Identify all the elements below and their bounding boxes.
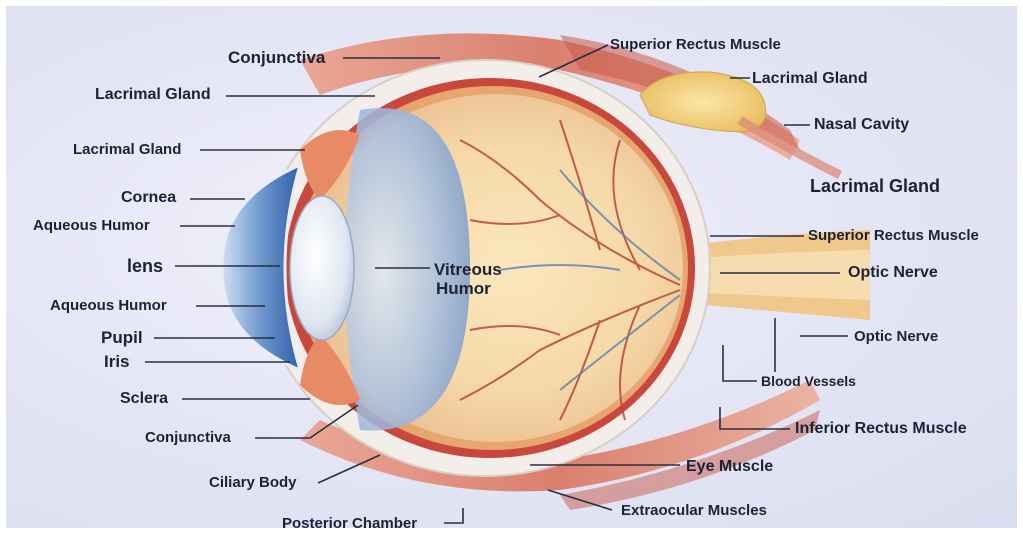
label-conjunctiva-bottom: Conjunctiva	[145, 430, 231, 445]
label-optic-nerve-2: Optic Nerve	[854, 329, 938, 344]
label-nasal-cavity: Nasal Cavity	[814, 117, 909, 133]
label-lacrimal-gland-left-2: Lacrimal Gland	[73, 142, 181, 157]
label-superior-rectus-right: Superior Rectus Muscle	[808, 228, 979, 243]
label-aqueous-humor-bottom: Aqueous Humor	[50, 298, 167, 313]
label-aqueous-humor-top: Aqueous Humor	[33, 218, 150, 233]
label-eye-muscle: Eye Muscle	[686, 459, 773, 475]
label-cornea: Cornea	[121, 190, 176, 206]
label-lacrimal-gland-right-top: Lacrimal Gland	[752, 71, 868, 87]
label-ciliary-body: Ciliary Body	[209, 475, 297, 490]
label-optic-nerve-1: Optic Nerve	[848, 265, 938, 281]
label-vitreous: Vitreous	[434, 261, 502, 278]
label-lacrimal-gland-right-big: Lacrimal Gland	[810, 177, 940, 195]
label-conjunctiva-top: Conjunctiva	[228, 49, 325, 66]
label-posterior-chamber: Posterior Chamber	[282, 516, 417, 531]
label-blood-vessels: Blood Vessels	[761, 374, 856, 388]
label-extraocular-muscles: Extraocular Muscles	[621, 503, 767, 518]
label-humor: Humor	[436, 280, 491, 297]
label-iris: Iris	[104, 353, 130, 370]
label-lens: lens	[127, 257, 163, 275]
label-pupil: Pupil	[101, 329, 143, 346]
lens-shape	[290, 196, 354, 340]
label-inferior-rectus: Inferior Rectus Muscle	[795, 421, 967, 437]
label-sclera: Sclera	[120, 391, 168, 407]
label-lacrimal-gland-left-1: Lacrimal Gland	[95, 87, 211, 103]
label-superior-rectus-top: Superior Rectus Muscle	[610, 37, 781, 52]
